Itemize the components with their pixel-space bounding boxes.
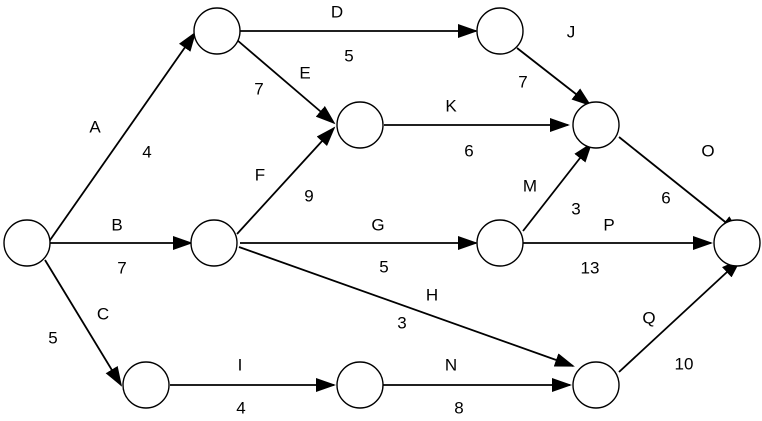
edge-weight-M: 3 [571, 199, 580, 218]
node-10 [572, 361, 620, 409]
node-2 [193, 7, 241, 55]
edge-weight-A: 4 [142, 142, 151, 161]
edge-Q [618, 258, 742, 373]
node-4 [122, 361, 170, 409]
edge-weight-Q: 10 [675, 354, 694, 373]
node-8 [572, 101, 620, 149]
edge-F [236, 126, 336, 235]
edge-weight-H: 3 [397, 313, 406, 332]
edge-label-F: F [255, 165, 265, 184]
node-1 [3, 219, 51, 267]
edge-weight-F: 9 [304, 186, 313, 205]
edge-label-N: N [445, 355, 457, 374]
edge-M [522, 142, 593, 232]
node-5 [336, 101, 384, 149]
edge-label-K: K [445, 96, 457, 115]
edge-A [47, 31, 197, 244]
edge-weight-O: 6 [661, 188, 670, 207]
edge-weight-B: 7 [117, 258, 126, 277]
edge-label-P: P [603, 215, 614, 234]
edge-O [618, 136, 741, 235]
edge-label-H: H [426, 285, 438, 304]
edge-label-D: D [331, 2, 343, 21]
edge-J [516, 47, 592, 107]
edge-label-Q: Q [642, 308, 655, 327]
edge-label-I: I [238, 355, 243, 374]
edge-label-O: O [701, 141, 714, 160]
node-3 [190, 219, 238, 267]
node-6 [476, 7, 524, 55]
edge-C [44, 259, 123, 387]
edge-label-A: A [89, 117, 101, 136]
node-9 [336, 361, 384, 409]
node-7 [476, 219, 524, 267]
node-11 [713, 219, 761, 267]
edge-label-C: C [97, 304, 109, 323]
edge-E [236, 39, 336, 125]
edge-label-G: G [371, 215, 384, 234]
edge-weight-C: 5 [48, 328, 57, 347]
edge-weight-E: 7 [254, 79, 263, 98]
edge-label-J: J [567, 22, 576, 41]
edge-label-M: M [523, 176, 537, 195]
edge-H [238, 246, 575, 367]
edge-weight-J: 7 [518, 72, 527, 91]
edge-weight-D: 5 [344, 46, 353, 65]
edge-weight-K: 6 [464, 141, 473, 160]
edge-weight-N: 8 [454, 398, 463, 417]
edge-weight-I: 4 [236, 398, 245, 417]
edge-label-B: B [111, 215, 122, 234]
edge-weight-P: 13 [581, 258, 600, 277]
edge-label-E: E [299, 63, 310, 82]
edge-weight-G: 5 [379, 257, 388, 276]
